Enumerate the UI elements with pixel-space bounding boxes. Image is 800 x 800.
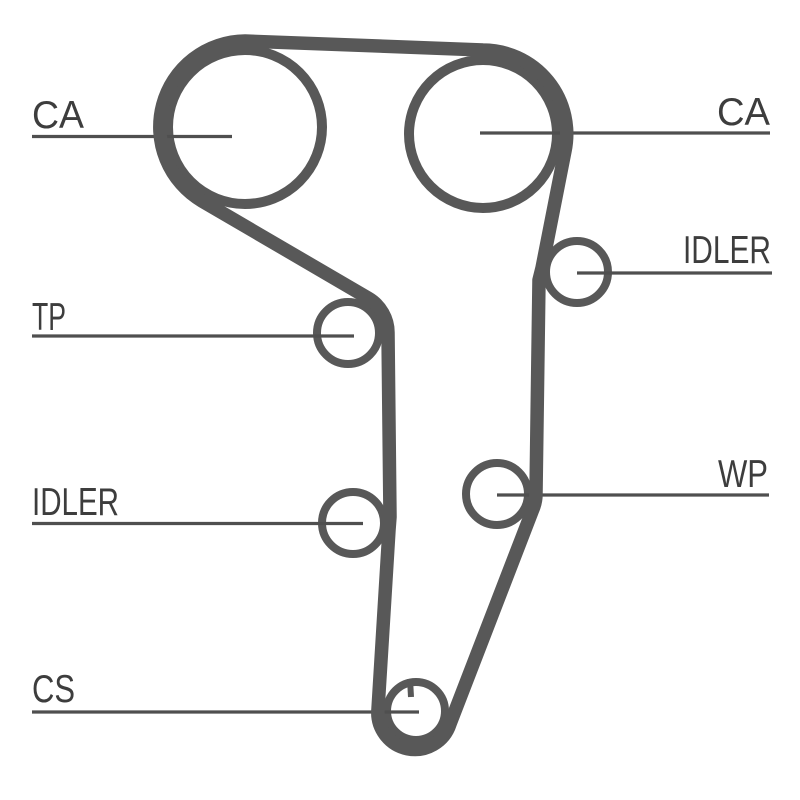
label-cs: CS bbox=[32, 668, 75, 711]
label-tp: TP bbox=[32, 296, 66, 339]
crankshaft-timing-mark bbox=[407, 678, 414, 698]
labels: CA CA IDLER TP WP IDLER CS bbox=[32, 91, 771, 711]
tensioner-pulley bbox=[313, 298, 383, 368]
label-idler-right: IDLER bbox=[683, 229, 771, 272]
camshaft-pulley-left bbox=[163, 45, 327, 209]
label-wp: WP bbox=[718, 453, 768, 496]
label-lines bbox=[32, 131, 772, 714]
timing-belt bbox=[153, 34, 574, 757]
label-ca-left: CA bbox=[32, 94, 84, 137]
label-ca-right: CA bbox=[717, 91, 770, 134]
label-idler-left: IDLER bbox=[32, 481, 119, 524]
